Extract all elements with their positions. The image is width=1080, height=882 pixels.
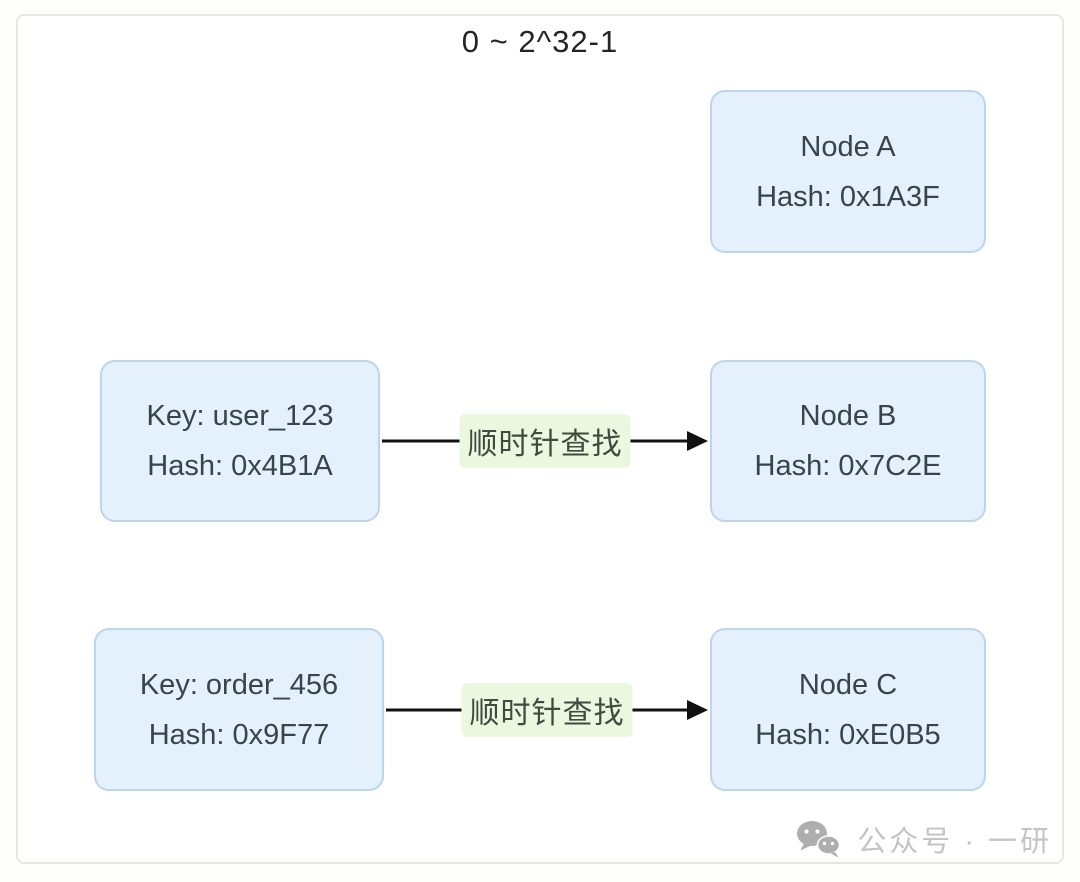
node-a-name-label: Node A (800, 130, 896, 163)
key-order-name-label: Key: order_456 (139, 668, 339, 701)
node-c-box: Node C Hash: 0xE0B5 (710, 628, 986, 791)
key-order-456-box: Key: order_456 Hash: 0x9F77 (94, 628, 384, 791)
node-b-hash-label: Hash: 0x7C2E (754, 450, 942, 482)
clockwise-lookup-label: 顺时针查找 (459, 414, 631, 468)
arrowhead-icon (687, 431, 708, 451)
watermark: 公众号 · 一研 (795, 816, 1052, 862)
key-user-name-label: Key: user_123 (146, 400, 334, 432)
node-c-name-label: Node C (798, 668, 898, 701)
wechat-icon (797, 821, 841, 858)
node-a-box: Node A Hash: 0x1A3F (710, 90, 986, 253)
arrow-key-user-to-node-b: 顺时针查找 (382, 414, 708, 468)
node-b-box: Node B Hash: 0x7C2E (710, 360, 986, 522)
arrow-key-order-to-node-c: 顺时针查找 (386, 683, 708, 737)
arrowhead-icon (687, 700, 708, 720)
node-a-hash-label: Hash: 0x1A3F (756, 180, 940, 213)
key-user-hash-label: Hash: 0x4B1A (147, 450, 333, 482)
key-user-123-box: Key: user_123 Hash: 0x4B1A (100, 360, 380, 522)
node-b-name-label: Node B (799, 400, 897, 432)
node-c-hash-label: Hash: 0xE0B5 (755, 718, 941, 751)
key-order-hash-label: Hash: 0x9F77 (148, 718, 330, 751)
hash-range-title: 0 ~ 2^32-1 (461, 24, 619, 59)
watermark-text: 公众号 · 一研 (857, 826, 1052, 858)
clockwise-lookup-label: 顺时针查找 (461, 683, 633, 737)
